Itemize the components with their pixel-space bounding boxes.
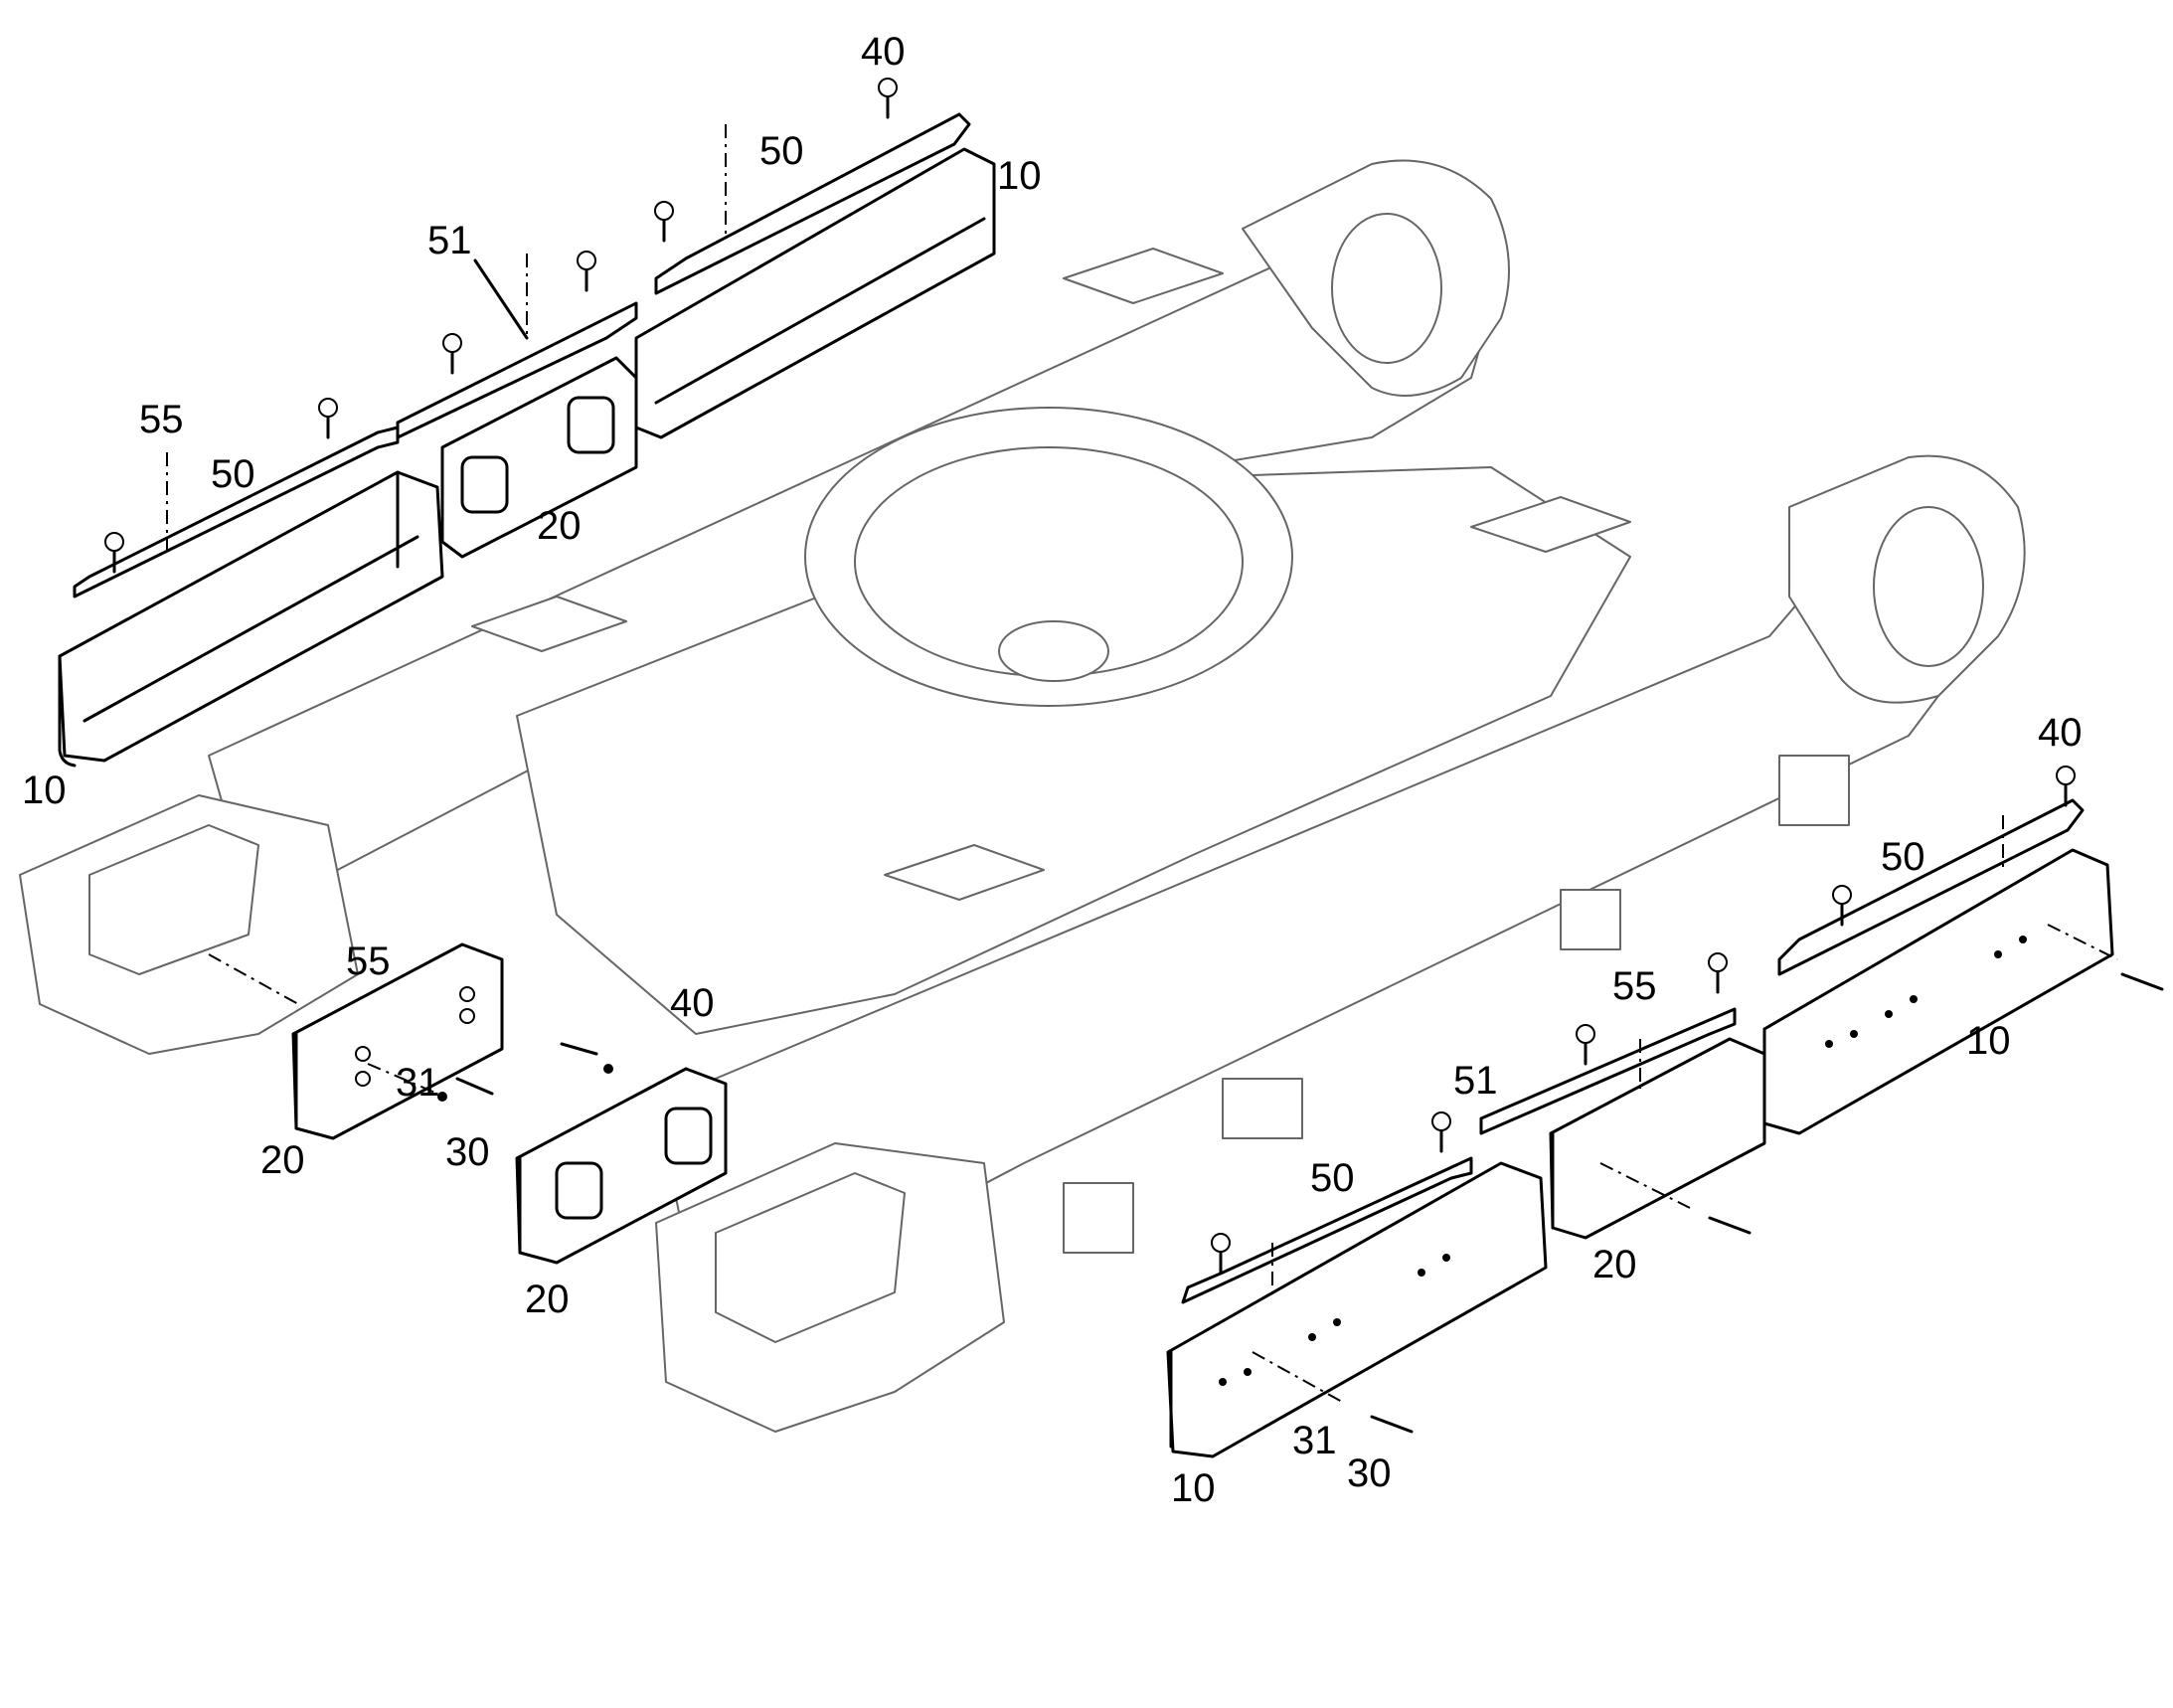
pad-3: [1470, 496, 1631, 553]
callout-label: 10: [1171, 1466, 1216, 1510]
callout-label: 55: [1612, 964, 1657, 1008]
pad-4: [884, 844, 1045, 901]
lower-counterweight-assembly: [1166, 766, 2164, 1458]
callout-label: 50: [211, 452, 255, 496]
plate-50-upper-left: [73, 426, 400, 598]
callout-label: 40: [670, 981, 715, 1025]
weight-10-lower-right: [1762, 848, 2114, 1135]
weight-20-upper: [440, 356, 638, 559]
callout-label: 20: [537, 504, 582, 548]
swing-bearing-hub: [998, 620, 1109, 682]
frame-block-3: [1222, 1078, 1303, 1139]
left-block-20-b: [515, 1042, 728, 1265]
plate-50-lower-right: [1777, 798, 2085, 976]
plate-50-upper-right: [654, 112, 971, 295]
eyebolt-icon: [1211, 766, 2076, 1275]
left-block-20-a: [208, 942, 504, 1140]
callout-label: 31: [1292, 1419, 1337, 1462]
weight-10-upper-right: [634, 147, 996, 439]
plate-51-lower: [1479, 1007, 1737, 1135]
callout-label: 50: [759, 129, 804, 173]
callout-label: 20: [525, 1278, 570, 1321]
callout-label: 51: [427, 219, 472, 262]
pad-2: [471, 596, 627, 652]
lower-sprocket-box: [715, 1172, 906, 1343]
callout-label: 40: [2038, 711, 2083, 755]
leader-lines: [473, 258, 529, 340]
bolt-holes: [1219, 936, 2027, 1386]
weight-10-lower-left: [1166, 1161, 1548, 1458]
callout-label: 51: [1453, 1059, 1498, 1103]
lower-idler-ring: [1873, 506, 1984, 667]
callout-label: 55: [346, 939, 391, 983]
upper-sprocket-box: [88, 824, 259, 975]
callout-labels: 40 50 10 51 55 50 20 10 55 20 31 30 40 2…: [22, 30, 2083, 1510]
callout-label: 10: [997, 154, 1042, 198]
callout-label: 20: [260, 1138, 305, 1182]
callout-label: 10: [22, 769, 67, 812]
upper-idler-ring: [1331, 213, 1442, 364]
callout-label: 50: [1881, 835, 1925, 879]
pad-1: [1063, 248, 1224, 304]
undercarriage-frame: [19, 159, 2026, 1433]
callout-label: 55: [139, 398, 184, 441]
frame-block-2: [1560, 889, 1621, 950]
callout-label: 31: [396, 1061, 440, 1105]
callout-label: 20: [1592, 1243, 1637, 1286]
frame-block-1: [1778, 755, 1850, 826]
plate-51-upper: [396, 301, 638, 439]
callout-label: 30: [445, 1130, 490, 1174]
callout-label: 10: [1966, 1019, 2011, 1063]
upper-counterweight-assembly: [58, 78, 996, 768]
frame-block-4: [1063, 1182, 1134, 1254]
weight-20-lower: [1549, 1037, 1766, 1240]
eyebolt-icon: [104, 78, 898, 574]
plate-50-lower-left: [1181, 1156, 1473, 1304]
callout-label: 40: [861, 30, 906, 74]
callout-label: 50: [1310, 1156, 1355, 1200]
callout-label: 30: [1347, 1452, 1392, 1495]
